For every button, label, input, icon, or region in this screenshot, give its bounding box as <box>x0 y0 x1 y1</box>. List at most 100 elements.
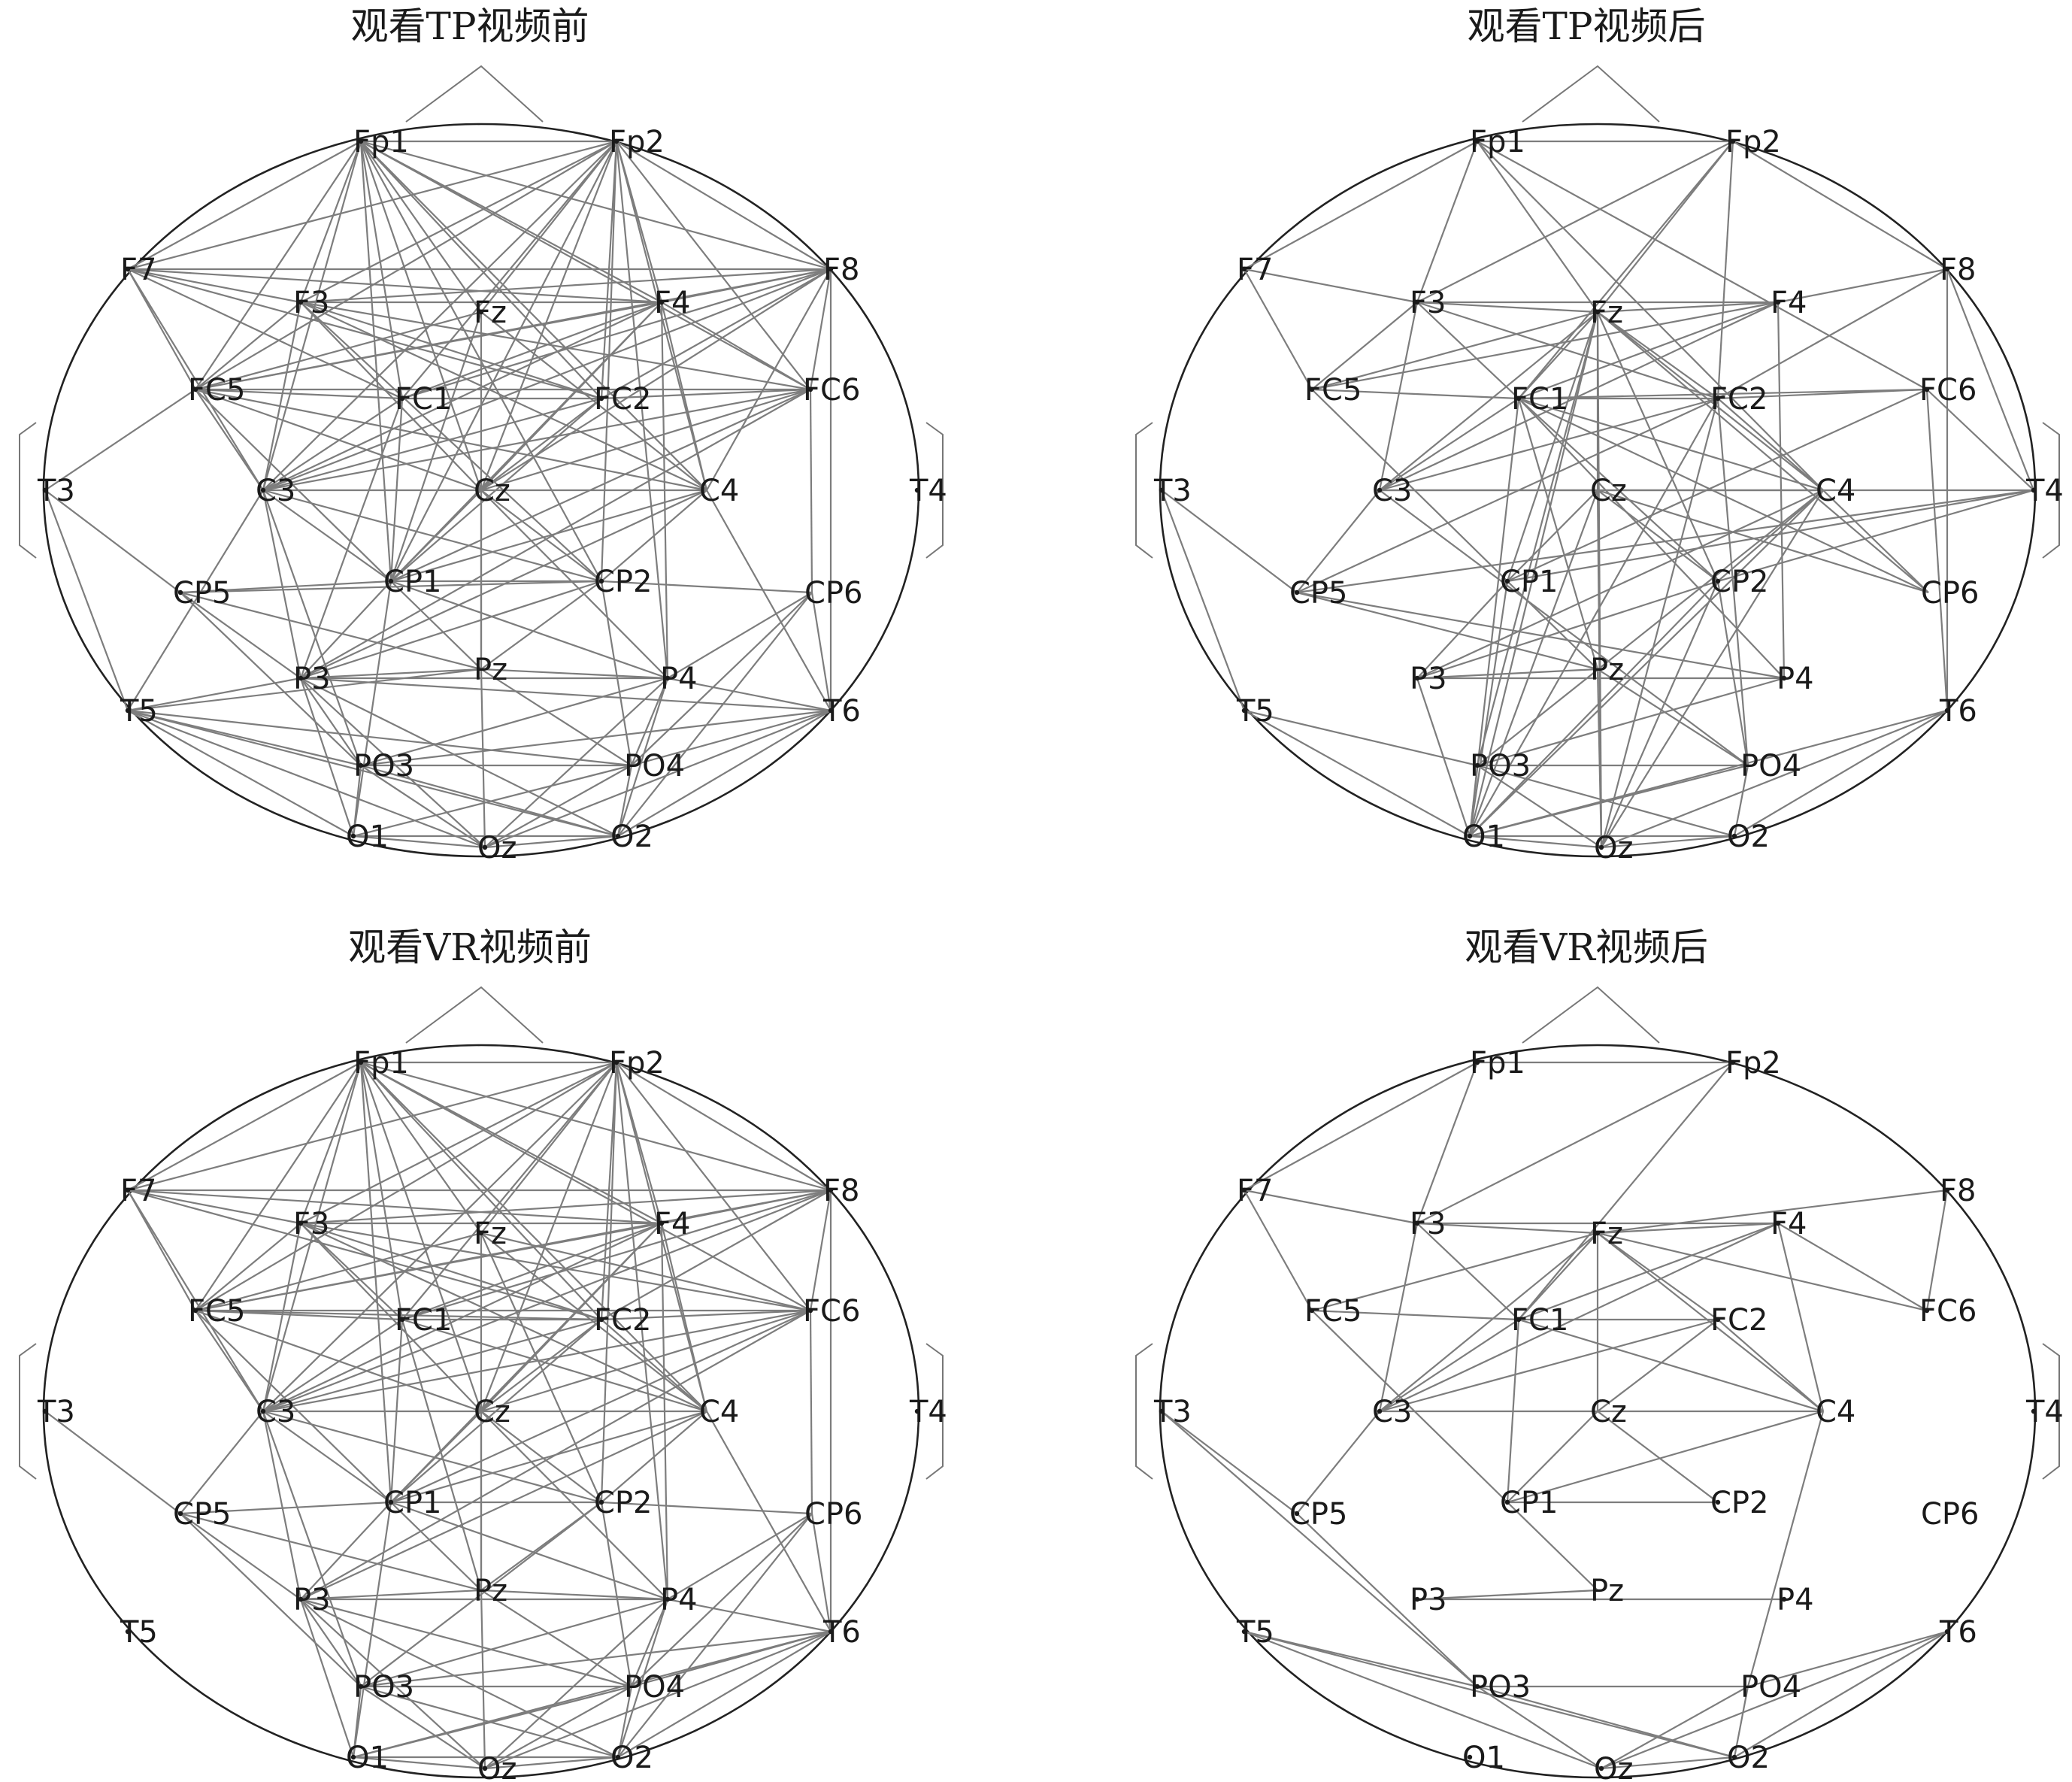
electrode-label-p4: P4 <box>1777 662 1814 696</box>
edge-c4-p3 <box>300 1411 707 1600</box>
edge-fz-fc1 <box>1518 311 1598 399</box>
edge-fp1-c3 <box>262 141 362 491</box>
edge-p3-o1 <box>299 677 355 837</box>
electrode-label-t6: T6 <box>822 694 861 729</box>
edge-t3-t5 <box>44 489 129 711</box>
edge-po4-o2 <box>1733 765 1749 837</box>
electrode-label-t4: T4 <box>909 1395 947 1429</box>
edge-po3-o1 <box>1468 765 1479 837</box>
edge-cp5-po3 <box>180 592 362 766</box>
edge-cz-cp2 <box>480 489 602 582</box>
edge-cp1-p4 <box>390 580 668 680</box>
edge-p4-t6 <box>667 677 832 712</box>
edge-p3-pz <box>300 1589 482 1601</box>
edge-fc2-c3 <box>1379 1318 1719 1413</box>
electrode-dot <box>482 844 488 850</box>
edge-f4-fc1 <box>1518 301 1779 400</box>
edge-cp6-t6 <box>810 1513 832 1632</box>
edge-cp5-cp1 <box>180 580 392 594</box>
electrode-label-t5: T5 <box>120 1615 158 1650</box>
edge-cp5-pz <box>180 1512 482 1592</box>
electrode-label-o1: O1 <box>1462 1741 1505 1775</box>
edge-fz-f4 <box>1597 1222 1779 1235</box>
electrode-label-cp1: CP1 <box>1500 1486 1559 1520</box>
edge-p4-o2 <box>616 677 669 837</box>
edge-p3-po3 <box>300 1599 362 1687</box>
edge-fp1-c4 <box>1477 141 1824 491</box>
electrode-dot <box>1730 138 1736 144</box>
edge-cp1-pz <box>390 580 482 670</box>
electrode-dot <box>1516 1317 1522 1323</box>
edge-po3-o2 <box>1477 1685 1735 1759</box>
edge-t3-cp5 <box>44 489 181 593</box>
edge-f3-fc5 <box>195 1223 301 1311</box>
edge-po3-oz <box>360 1686 486 1769</box>
electrode-label-fp1: Fp1 <box>353 1046 409 1080</box>
edge-t5-po4 <box>127 709 632 767</box>
edge-fz-c3 <box>1379 1232 1598 1412</box>
electrode-dot <box>1414 1596 1420 1602</box>
edge-f8-fc1 <box>401 1189 832 1321</box>
edge-cp5-pz <box>180 591 482 671</box>
electrode-dot <box>613 1059 619 1065</box>
edge-po4-o1 <box>353 1685 632 1759</box>
edge-fc2-oz <box>1600 398 1719 848</box>
electrode-label-fc1: FC1 <box>1511 1303 1568 1338</box>
edge-f4-fc1 <box>1518 1222 1779 1321</box>
edge-cz-cp2 <box>1597 1411 1719 1503</box>
edge-t5-po3 <box>1244 709 1478 767</box>
edge-fp1-c3 <box>262 1062 362 1412</box>
edge-f3-fc2 <box>1416 301 1719 400</box>
left-ear <box>1135 422 1153 559</box>
electrode-dot <box>350 1754 356 1760</box>
electrode-label-pz: Pz <box>474 653 507 687</box>
edge-cz-cp1 <box>390 489 482 582</box>
edge-cp2-cp6 <box>601 580 813 594</box>
edge-fc5-c3 <box>195 389 264 491</box>
edge-pz-oz <box>1596 668 1603 848</box>
edge-fz-cp6 <box>1597 311 1929 593</box>
edge-f4-c3 <box>1379 1223 1779 1412</box>
edge-c3-p3 <box>262 489 302 679</box>
electrode-label-f7: F7 <box>1237 253 1273 287</box>
right-ear <box>925 1343 944 1480</box>
edge-f4-fc1 <box>401 1222 662 1321</box>
edge-fp2-fc5 <box>195 141 617 390</box>
nose-mark <box>1522 65 1660 123</box>
edge-f4-fc6 <box>661 302 811 390</box>
edge-cp2-po4 <box>600 580 633 766</box>
edge-f8-fc6 <box>809 268 832 390</box>
electrode-label-c3: C3 <box>1372 1395 1412 1429</box>
edge-fc1-c4 <box>1518 397 1824 492</box>
edge-cp2-p3 <box>1416 580 1719 680</box>
edge-cp2-o1 <box>1469 580 1719 837</box>
electrode-dot <box>177 589 183 596</box>
edge-fp2-fc5 <box>195 1062 617 1311</box>
edge-p4-oz <box>484 1599 668 1769</box>
edge-fp2-p4 <box>615 141 669 679</box>
edge-cp1-o1 <box>352 580 392 837</box>
edge-t4-cp2 <box>1717 489 2034 583</box>
edge-fp1-f8 <box>360 1061 832 1192</box>
nose-mark <box>405 65 544 123</box>
edge-p3-oz <box>300 677 486 848</box>
edge-pz-po4 <box>480 1590 632 1687</box>
edge-fp1-f3 <box>1416 1062 1479 1224</box>
electrode-label-cp5: CP5 <box>1289 576 1348 611</box>
electrode-dot <box>1474 762 1480 768</box>
edge-fz-cp2 <box>480 1232 603 1503</box>
electrode-dot <box>1467 833 1473 839</box>
edge-p4-po3 <box>1477 677 1785 767</box>
electrode-label-f3: F3 <box>293 1207 329 1241</box>
edge-cp6-p4 <box>667 1513 813 1600</box>
electrode-dot <box>388 578 394 584</box>
electrode-label-fc2: FC2 <box>594 382 651 417</box>
electrode-dot <box>1309 386 1315 392</box>
panel-title: 观看VR视频前 <box>348 926 592 969</box>
electrode-dot <box>1309 1308 1315 1314</box>
electrode-label-o1: O1 <box>346 820 389 854</box>
edge-f4-fc5 <box>1311 301 1779 391</box>
